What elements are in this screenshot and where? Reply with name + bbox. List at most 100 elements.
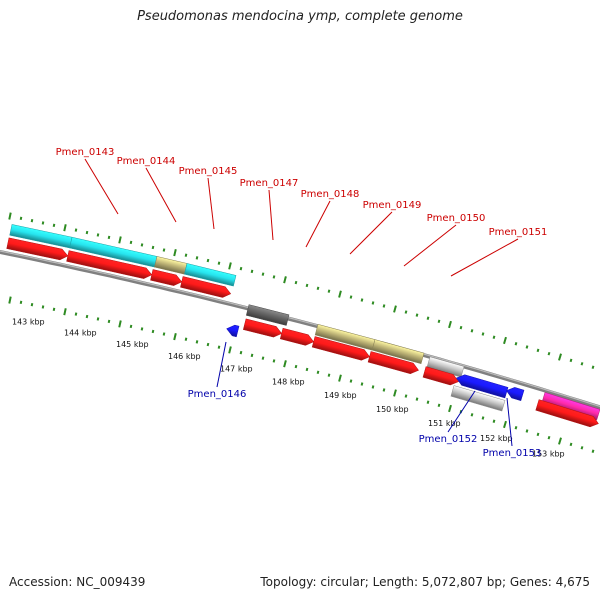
lower-tick [30,302,34,307]
cds-forward-arrow [535,399,599,428]
upper-tick [305,283,309,288]
lower-tick [250,353,254,358]
lower-tick [404,394,408,398]
lower-tick [283,360,287,368]
gene-label-forward: Pmen_0151 [489,227,548,238]
upper-tick [85,230,89,235]
upper-tick [294,280,298,285]
lower-tick [536,432,540,437]
lower-tick [448,404,452,413]
lower-tick [239,350,243,355]
cds-forward-arrow [66,250,153,279]
upper-tick [239,266,243,271]
lower-tick [261,356,265,360]
upper-tick [184,253,188,257]
cds-forward-arrow [279,327,315,346]
kbp-scale-label: 143 kbp [12,317,45,326]
upper-tick [316,286,320,290]
upper-tick [162,248,166,252]
gene-leader-line [349,211,393,255]
upper-tick [569,358,573,363]
upper-tick [338,290,342,298]
gene-label-reverse: Pmen_0146 [188,389,247,400]
lower-tick [481,416,485,420]
kbp-scale-label: 153 kbp [532,450,565,459]
upper-tick [206,258,210,263]
upper-tick [151,245,155,250]
upper-tick [536,348,540,353]
lower-tick [327,373,331,377]
cds-forward-arrow [243,318,283,338]
kbp-scale-label: 145 kbp [116,340,149,349]
gene-label-forward: Pmen_0145 [179,166,238,177]
upper-tick [173,248,177,257]
upper-tick [217,261,221,265]
upper-tick [250,269,254,274]
upper-tick [41,221,45,225]
upper-tick [30,218,34,223]
upper-tick [349,295,353,299]
upper-tick [195,256,199,260]
lower-tick [217,345,221,349]
lower-tick [96,317,100,321]
lower-tick [52,307,56,312]
lower-tick [580,446,584,450]
feature-tan [371,339,425,365]
lower-tick [8,296,12,304]
upper-tick [525,345,529,349]
genome-summary-text: Topology: circular; Length: 5,072,807 bp… [260,575,590,589]
upper-tick [492,335,496,339]
gene-leader-line [216,341,227,388]
genome-backbone-highlight [0,250,600,408]
lower-tick [184,337,188,341]
lower-tick [173,332,177,341]
lower-tick [228,346,232,354]
cds-forward-arrow [150,269,183,286]
upper-tick [415,313,419,317]
lower-tick [74,312,78,316]
upper-tick [459,325,463,330]
cds-forward-arrow [311,336,370,361]
kbp-scale-label: 150 kbp [376,405,409,414]
gene-leader-line [207,177,215,230]
lower-tick [129,324,133,329]
upper-tick [404,310,408,314]
kbp-scale-label: 147 kbp [220,364,253,373]
backbone-layer [0,249,600,410]
feature-magenta [541,392,600,421]
lower-tick [415,397,419,401]
lower-tick [63,308,67,316]
lower-tick [140,327,144,331]
upper-tick [448,320,452,329]
cds-forward-arrow [6,237,69,261]
lower-tick [349,379,353,383]
upper-tick [107,235,111,240]
lower-tick [470,413,474,417]
upper-tick [74,228,78,232]
gene-label-forward: Pmen_0147 [240,178,299,189]
lower-tick [195,340,199,344]
kbp-scale-label: 144 kbp [64,328,97,337]
lower-tick [514,426,518,430]
kbp-scale-label: 148 kbp [272,377,305,386]
gene-label-forward: Pmen_0149 [363,200,422,211]
lower-tick [272,359,276,363]
lower-tick [360,382,364,386]
feature-gray-light [450,385,506,412]
feature-blue-reverse [456,374,509,399]
upper-tick [96,233,100,237]
upper-tick [393,305,397,313]
lower-tick [503,420,507,429]
cds-forward-arrow [180,276,232,298]
kbp-scale-label: 149 kbp [324,391,357,400]
lower-tick [371,385,375,389]
lower-tick [118,320,122,328]
upper-tick [470,329,474,333]
gene-label-forward: Pmen_0143 [56,147,115,158]
kbp-scale-label: 152 kbp [480,434,513,443]
cds-forward-arrow [422,366,459,386]
upper-tick [283,276,287,284]
gene-label-reverse: Pmen_0152 [419,434,478,445]
upper-tick [371,301,375,305]
gene-leader-line [268,189,274,241]
